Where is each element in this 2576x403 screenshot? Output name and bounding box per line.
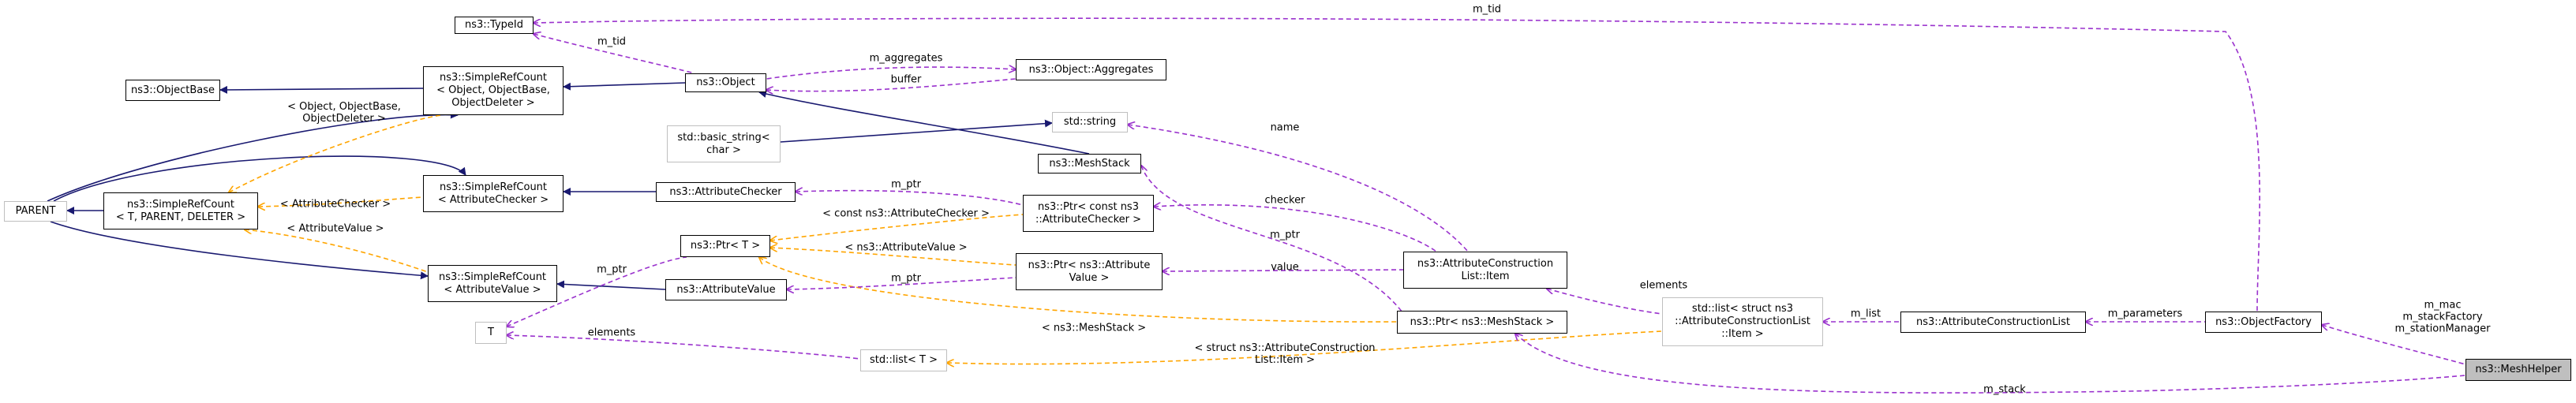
edge-object-meshstack — [758, 90, 1090, 155]
label-m-ptr-meshstack: m_ptr — [1270, 229, 1300, 241]
node-meshstack[interactable]: ns3::MeshStack — [1038, 154, 1141, 174]
node-basic-string[interactable]: std::basic_string< char > — [667, 125, 781, 162]
edge-std-string-item — [1128, 125, 1469, 252]
label-buffer: buffer — [890, 73, 922, 86]
edge-parent-simplerefcount-attrchecker — [53, 155, 466, 202]
label-value: value — [1271, 261, 1299, 274]
node-aggregates[interactable]: ns3::Object::Aggregates — [1016, 59, 1166, 80]
label-m-list: m_list — [1850, 308, 1881, 320]
edge-attributechecker-ptr-const — [796, 191, 1024, 206]
label-m-tid-top: m_tid — [1472, 3, 1502, 16]
node-parent[interactable]: PARENT — [4, 201, 67, 222]
node-typeid[interactable]: ns3::TypeId — [455, 17, 534, 34]
edge-ptr-attrvalue-item — [1163, 270, 1404, 271]
label-m-aggregates: m_aggregates — [869, 52, 943, 65]
label-checker: checker — [1264, 194, 1305, 207]
node-attributevalue[interactable]: ns3::AttributeValue — [665, 279, 787, 300]
node-objectfactory[interactable]: ns3::ObjectFactory — [2205, 312, 2322, 333]
label-m-ptr-checker: m_ptr — [891, 178, 921, 191]
edge-objectbase-simplerefcount-object — [219, 85, 424, 94]
label-tmpl-meshstack: < ns3::MeshStack > — [1041, 322, 1147, 334]
label-tmpl-object: < Object, ObjectBase, ObjectDeleter > — [287, 101, 401, 125]
edge-basic-string-std-string — [780, 119, 1053, 143]
label-tmpl-const-attrchecker: < const ns3::AttributeChecker > — [822, 207, 990, 220]
label-m-parameters: m_parameters — [2107, 308, 2183, 320]
node-simplerefcount-t[interactable]: ns3::SimpleRefCount < T, PARENT, DELETER… — [103, 192, 258, 229]
label-helper-members: m_mac m_stackFactory m_stationManager — [2394, 299, 2491, 335]
node-objectbase[interactable]: ns3::ObjectBase — [125, 80, 220, 101]
edge-aggregates-object — [766, 67, 1016, 80]
node-t[interactable]: T — [475, 322, 507, 344]
edge-objectfactory-meshhelper — [2322, 325, 2466, 365]
edge-simplerefcount-t-attrchecker — [258, 196, 424, 207]
edge-ptr-t-ptr-attrvalue — [770, 248, 1017, 266]
label-tmpl-attrchecker: < AttributeChecker > — [279, 198, 391, 211]
edge-simplerefcount-t-attrvalue — [245, 229, 429, 273]
edge-typeid-objectfactory — [534, 17, 2260, 312]
label-m-ptr-value: m_ptr — [891, 272, 921, 285]
node-std-list-t[interactable]: std::list< T > — [860, 349, 947, 371]
node-attrconstlist[interactable]: ns3::AttributeConstructionList — [1900, 312, 2086, 333]
edge-simplerefcount-t-object — [229, 114, 443, 192]
label-tmpl-item: < struct ns3::AttributeConstruction List… — [1194, 342, 1376, 366]
edge-std-list-t-std-list-item — [947, 330, 1663, 364]
edge-object-aggregates — [766, 78, 1017, 91]
node-simplerefcount-attrchecker[interactable]: ns3::SimpleRefCount < AttributeChecker > — [423, 175, 564, 212]
edge-attributevalue-ptr-attrvalue — [787, 277, 1017, 289]
node-attributechecker[interactable]: ns3::AttributeChecker — [656, 182, 796, 202]
edge-item-std-list-item — [1547, 289, 1663, 315]
edge-typeid-object — [534, 34, 695, 74]
label-elements-item: elements — [1639, 279, 1688, 292]
node-std-list-item[interactable]: std::list< struct ns3 ::AttributeConstru… — [1662, 297, 1823, 346]
node-object[interactable]: ns3::Object — [685, 73, 766, 92]
edge-ptr-meshstack-meshhelper — [1515, 334, 2466, 394]
edge-simplerefcount-object-object — [563, 82, 686, 91]
edge-ptr-t-ptr-meshstack — [759, 257, 1398, 323]
node-ptr-meshstack[interactable]: ns3::Ptr< ns3::MeshStack > — [1397, 311, 1567, 334]
node-simplerefcount-object[interactable]: ns3::SimpleRefCount < Object, ObjectBase… — [423, 66, 564, 115]
edge-parent-simplerefcount-attrvalue — [50, 221, 429, 280]
label-m-tid-object: m_tid — [597, 35, 627, 48]
edge-simplerefcount-attrvalue-attributevalue — [556, 280, 666, 290]
node-ptr-const-attrchecker[interactable]: ns3::Ptr< const ns3 ::AttributeChecker > — [1023, 195, 1154, 232]
label-elements-t: elements — [587, 327, 636, 339]
node-ptr-t[interactable]: ns3::Ptr< T > — [680, 235, 770, 257]
edge-t-ptr-t — [507, 256, 687, 327]
label-name: name — [1270, 121, 1300, 134]
edge-parent-simplerefcount-object — [47, 110, 459, 202]
label-m-ptr-t: m_ptr — [597, 263, 627, 276]
node-attrconstlist-item[interactable]: ns3::AttributeConstruction List::Item — [1403, 252, 1567, 289]
node-meshhelper[interactable]: ns3::MeshHelper — [2466, 359, 2571, 381]
edge-t-std-list — [507, 335, 861, 360]
edge-ptr-const-item — [1154, 205, 1437, 252]
label-tmpl-ns3-attrvalue: < ns3::AttributeValue > — [844, 241, 968, 254]
label-tmpl-attrvalue: < AttributeValue > — [286, 222, 384, 235]
node-simplerefcount-attrvalue[interactable]: ns3::SimpleRefCount < AttributeValue > — [428, 265, 557, 302]
node-std-string[interactable]: std::string — [1052, 112, 1128, 132]
label-m-stack: m_stack — [1983, 383, 2026, 396]
node-ptr-attrvalue[interactable]: ns3::Ptr< ns3::Attribute Value > — [1016, 253, 1163, 290]
edge-ptr-t-ptr-const — [770, 214, 1024, 241]
